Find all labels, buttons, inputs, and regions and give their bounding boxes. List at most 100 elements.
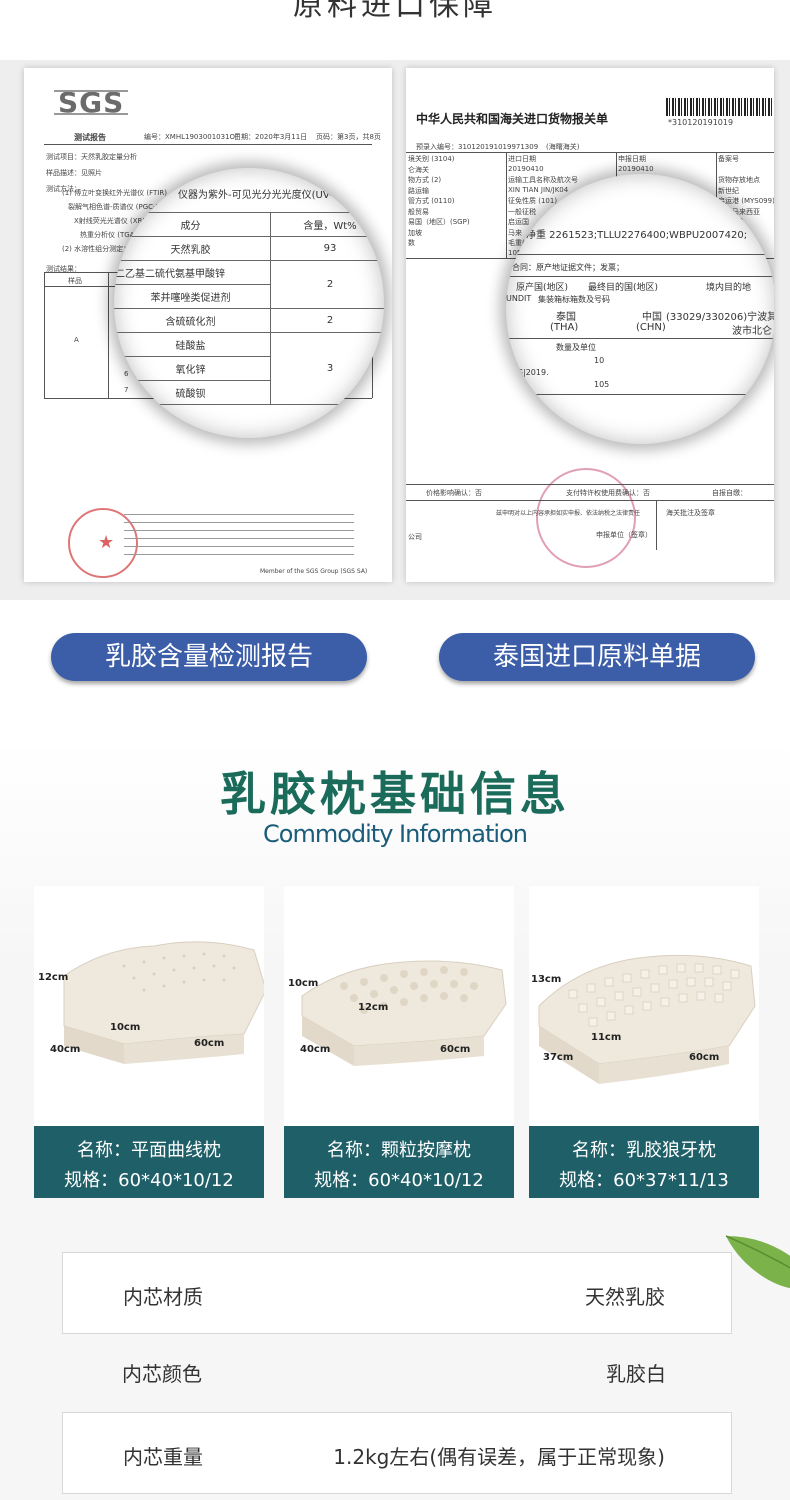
destination-code: (CHN) [636, 322, 666, 333]
report-line: 测试方法： [46, 185, 81, 193]
report-line: (1) 傅立叶变换红外光谱仪 (FTIR) [62, 189, 167, 197]
customs-field: 启运国 [508, 218, 529, 226]
spec-label: 内芯颜色 [122, 1362, 202, 1386]
product-name: 名称：乳胶狼牙枕 [572, 1140, 716, 1161]
product-caption: 名称：乳胶狼牙枕 规格：60*37*11/13 [529, 1126, 759, 1198]
dimension-label: 10cm [110, 1022, 141, 1033]
component-name: 天然乳胶 [114, 236, 271, 261]
report-line: 测试项目：天然乳胶定量分析 [46, 153, 137, 161]
customs-field: 货物存放地点 [718, 176, 760, 184]
customs-field: 路运输 [408, 186, 429, 195]
customs-field: 易国（地区）(SGP) [408, 218, 470, 226]
report-date: 日期：2020年3月11日 [234, 133, 308, 141]
table-row: 氧化锌 [114, 356, 384, 381]
domestic-destination-2: 波市北仑 [732, 326, 772, 337]
spec-value: 乳胶白 [606, 1362, 666, 1386]
component-value: 93 [270, 236, 384, 261]
import-documents-button[interactable]: 泰国进口原料单据 [439, 633, 755, 681]
customs-field: 物方式 (2) [408, 176, 442, 184]
pillow-granule-illustration [301, 960, 507, 1066]
document-gallery: SGS 测试报告 编号：XMHL1903001031OT 日期：2020年3月1… [0, 60, 790, 600]
quantity-label: 数量及单位 [556, 343, 596, 352]
customs-declaration[interactable]: 中华人民共和国海关进口货物报关单 *310120191019 预录入编号：310… [406, 68, 774, 582]
component-value: 2 [270, 260, 384, 309]
star-icon: ★ [98, 532, 115, 553]
component-name: 含硫硫化剂 [114, 308, 271, 333]
product-card-wolf-tooth[interactable]: 13cm 11cm 37cm 60cm 名称：乳胶狼牙枕 规格：60*37*11… [529, 886, 759, 1198]
spec-row-color: 内芯颜色 乳胶白 [62, 1330, 732, 1412]
origin-code: (THA) [550, 322, 579, 333]
destination-header: 最终目的国(地区) [588, 283, 659, 293]
origin-country: 泰国 [556, 312, 576, 323]
table-row: 苯并噻唑类促进剂 [114, 284, 384, 309]
contract-note: 合同：原产地证据文件；发票； [512, 263, 624, 272]
customs-field: 进口日期 [508, 155, 536, 163]
table-row: 含硫硫化剂 2 [114, 308, 384, 333]
table-sample-header: 样品 [68, 277, 82, 285]
customs-field: XIN TIAN JIN/JK04 [508, 185, 569, 194]
product-caption: 名称：颗粒按摩枕 规格：60*40*10/12 [284, 1126, 514, 1198]
customs-field: 马来 [508, 228, 522, 237]
pre-entry-number: 预录入编号：310120191019971309 [416, 143, 539, 151]
component-name: 苯并噻唑类促进剂 [114, 284, 271, 309]
report-footer: Member of the SGS Group (SGS SA) [260, 568, 368, 575]
company-label: 公司 [408, 533, 422, 541]
product-name: 名称：平面曲线枕 [77, 1140, 221, 1161]
customs-field: 20190410 [508, 164, 544, 173]
dimension-label: 11cm [591, 1032, 622, 1043]
quantity-value: 10 [594, 356, 605, 365]
composition-table: 成分 含量，Wt% 天然乳胶 93 二乙基二硫代氨基甲酸锌 2 苯并噻唑类促进剂… [114, 212, 384, 405]
spec-value: 天然乳胶 [585, 1285, 665, 1309]
product-image: 12cm 10cm 40cm 60cm [34, 886, 267, 1126]
spec-label: 内芯材质 [123, 1285, 203, 1309]
magnifier-caption: 仪器为紫外-可见光分光光度仪(UV- [178, 190, 333, 201]
component-name: 硅酸盐 [114, 332, 271, 357]
customs-field: 仑海关 [408, 165, 429, 174]
barcode-number: *310120191019 [668, 118, 734, 127]
component-value: 2 [270, 308, 384, 333]
report-line: 样品描述：见照片 [46, 169, 102, 177]
dimension-label: 40cm [50, 1044, 81, 1055]
origin-header: 原产国(地区) [516, 283, 569, 293]
magnifier-composition: 仪器为紫外-可见光分光光度仪(UV- 成分 含量，Wt% 天然乳胶 93 二乙基… [114, 168, 384, 438]
quantity-value-2: 105 [594, 380, 610, 389]
barcode [666, 98, 774, 116]
customs-field: 征免性质 (101) [508, 197, 558, 205]
customs-field: 境关别 (3104) [408, 155, 455, 163]
table-row: 硫酸钡 [114, 380, 384, 405]
dimension-label: 37cm [543, 1052, 574, 1063]
report-line: X射线荧光光谱仪 (XRF) [74, 217, 150, 225]
customs-field: 新世纪 [718, 186, 739, 195]
customs-field: 申报日期 [618, 155, 646, 163]
customs-approval: 海关批注及签章 [666, 509, 715, 517]
table-row: 二乙基二硫代氨基甲酸锌 2 [114, 260, 384, 309]
magnifier-origin: 净重 2261523;TLLU2276400;WBPU2007420; 合同：原… [506, 174, 774, 444]
container-box-label: 集装箱标箱数及号码 [538, 295, 610, 304]
product-spec: 规格：60*40*10/12 [314, 1170, 484, 1191]
bag-label: BAG|2019. [506, 368, 549, 377]
customs-field: 一般征税 [508, 207, 536, 216]
table-row: 天然乳胶 93 [114, 236, 384, 261]
table-sample-id: A [74, 336, 79, 344]
customs-field: 管方式 (0110) [408, 197, 455, 205]
domestic-header: 境内目的地 [706, 283, 752, 293]
price-confirmation: 价格影响确认：否 [426, 489, 482, 497]
customs-office: (海曙海关) [546, 143, 580, 151]
product-card-granule-massage[interactable]: 10cm 12cm 40cm 60cm 名称：颗粒按摩枕 规格：60*40*10… [284, 886, 514, 1198]
section-title-raw-material: 原料进口保障 [293, 0, 497, 23]
dimension-label: 12cm [38, 972, 69, 983]
customs-stamp [536, 468, 636, 568]
sgs-test-report[interactable]: SGS 测试报告 编号：XMHL1903001031OT 日期：2020年3月1… [24, 68, 392, 582]
dimension-label: 60cm [440, 1044, 471, 1055]
component-name: 氧化锌 [114, 356, 271, 381]
lab-report-button[interactable]: 乳胶含量检测报告 [51, 633, 367, 681]
table-row: 硅酸盐 3 [114, 332, 384, 405]
component-name: 二乙基二硫代氨基甲酸锌 [114, 260, 271, 285]
pillow-flat-curve-illustration [63, 941, 267, 1064]
declarer-signature: 申报单位（签章） [596, 531, 652, 539]
dimension-label: 60cm [194, 1038, 225, 1049]
product-card-flat-curve[interactable]: 12cm 10cm 40cm 60cm 名称：平面曲线枕 规格：60*40*10… [34, 886, 267, 1198]
pillow-wolf-tooth-illustration [538, 954, 756, 1084]
dimension-label: 60cm [689, 1052, 720, 1063]
dimension-label: 12cm [358, 1002, 389, 1013]
